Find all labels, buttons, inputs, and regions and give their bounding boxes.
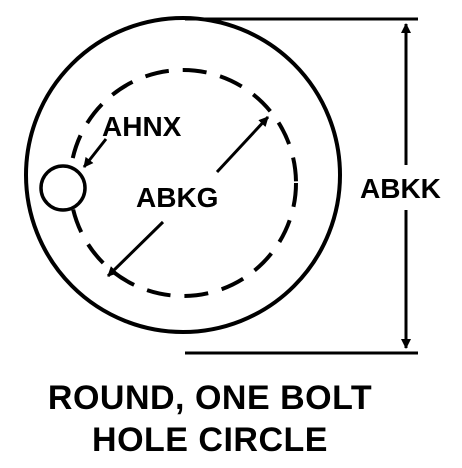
hole-label: AHNX xyxy=(102,111,182,142)
bolt-circle-label: ABKG xyxy=(136,182,218,213)
hole-leader-arrow xyxy=(82,138,108,168)
caption-line-1: ROUND, ONE BOLT xyxy=(47,379,373,417)
outer-circle xyxy=(24,16,342,334)
bolt-circle-arrow-upper xyxy=(215,115,270,174)
caption-line-2: HOLE CIRCLE xyxy=(92,421,328,459)
bolt-circle-arrow-lower xyxy=(106,220,165,278)
bolt-hole xyxy=(39,164,87,212)
outer-diameter-label: ABKK xyxy=(360,173,441,204)
